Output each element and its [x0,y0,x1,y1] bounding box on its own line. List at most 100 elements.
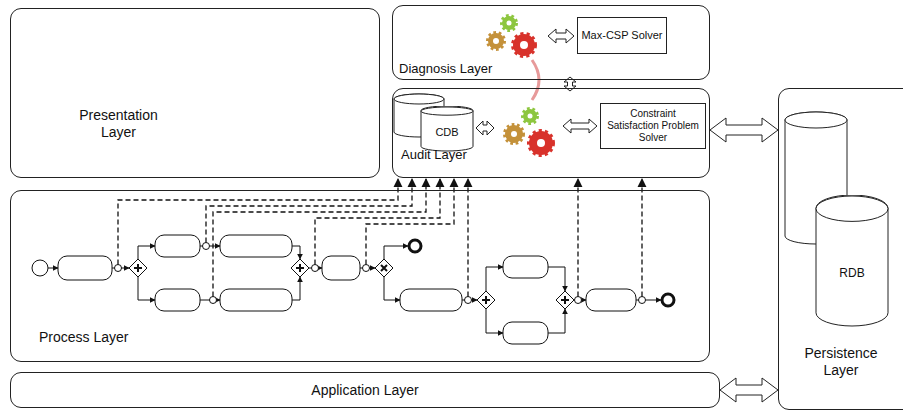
layer-panel: Presentation Layer [10,8,380,178]
process-flows-part [486,267,503,291]
process-events-part [575,297,582,304]
process-flows-part [138,246,155,259]
audit-gears-part [528,114,533,119]
process-flows-part [548,309,565,333]
process-events-part [32,260,48,276]
node-label: Max-CSP Solver [581,29,662,42]
node-label: Presentation Layer [61,107,176,141]
diagnosis-gears-part [513,34,535,56]
process-events-part [312,265,319,272]
process-gateways-part [381,265,387,271]
node-label: Process Layer [39,329,128,346]
diagnosis-gears-part [507,21,512,26]
layer-panel: Process Layer [10,190,710,362]
process-events-part [662,294,674,306]
audit-gears-part [511,131,517,137]
rdb-back-cylinder-part [785,112,847,128]
process-gateways-part [556,291,574,309]
process-gateways-part [296,264,304,272]
process-tasks-part [58,256,112,280]
layer-panel: Application Layer [10,372,720,408]
node-label: Diagnosis Layer [399,61,492,77]
process-tasks-part [155,235,200,257]
database-cylinder: CDB [420,106,474,152]
process-flows-part [48,268,58,269]
process-gateways-part [375,259,393,277]
process-gateways-part [129,259,147,277]
node-label: Persistence Layer [787,345,895,379]
node-label: Audit Layer [401,147,467,163]
process-flows-part [548,267,565,291]
node-label: RDB [839,242,864,280]
double-arrow [476,121,494,135]
layer-panel: CDB Constraint Satisfaction Problem Solve… [392,88,710,178]
process-tasks-part [586,289,636,311]
process-flows-part [384,246,408,259]
layer-panel: RDB Persistence Layer [778,88,903,410]
process-tasks-part [220,289,292,311]
node-label: CDB [435,118,458,139]
process-gateways-part [561,296,569,304]
process-tasks [58,235,636,344]
cdb-back-cylinder-part [394,94,444,104]
process-tasks-part [220,235,292,257]
solver-box: Max-CSP Solver [577,17,667,54]
cylinder-outline [815,195,889,327]
process-gateways-part [134,264,142,272]
process-tasks-part [503,256,548,278]
process-events-part [409,240,421,252]
audit-event-arrow [641,179,642,297]
gear-link [532,60,539,100]
process-tasks-part [503,322,548,344]
cylinder-body [816,195,888,326]
process-events-part [203,243,210,250]
double-arrow [548,29,574,43]
process-tasks-part [400,289,462,311]
diagnosis-gears [488,16,535,56]
process-tasks-part [155,289,200,311]
audit-event-arrow [213,179,426,297]
double-arrow [720,378,778,402]
solver-box: Constraint Satisfaction Problem Solver [600,103,706,149]
double-arrow [710,118,778,142]
diagnosis-gears-part [488,33,504,49]
process-flows-part [384,277,400,300]
diagnosis-gears-part [493,38,499,44]
database-cylinder: RDB [815,195,889,327]
audit-event-arrow [118,179,398,265]
audit-event-arrow [206,179,412,243]
process-flows-part [292,246,300,259]
process-tasks-part [322,256,360,280]
process-events-part [465,297,472,304]
node-label: Constraint Satisfaction Problem Solver [604,108,702,144]
process-flows-part [486,309,503,333]
audit-gears-part [537,139,545,147]
node-label: Application Layer [311,382,418,399]
layer-panel: Max-CSP SolverDiagnosis Layer [392,5,710,80]
process-events-part [210,297,217,304]
audit-gears-part [505,125,523,143]
process-flows-part [292,277,300,300]
cylinder-top [421,107,473,115]
process-gateways-part [291,259,309,277]
process-events-part [639,297,646,304]
process-events-part [115,265,122,272]
audit-event-arrow [315,179,440,265]
process-flows [48,246,661,333]
cylinder-body [421,106,473,151]
process-events-part [363,265,370,272]
process-flows-part [138,277,155,300]
audit-event-arrow [467,179,468,297]
diagnosis-gears-part [520,41,528,49]
audit-gears-part [529,131,553,155]
process-gateways-part [477,291,495,309]
audit-gears-part [523,109,537,123]
process-gateways-part [482,296,490,304]
audit-event-arrow [577,179,578,297]
audit-event-arrow [366,179,454,265]
double-arrow [563,119,597,133]
audit-gears [505,109,553,155]
diagnosis-gears-part [502,16,516,30]
process-gateways [129,259,574,309]
